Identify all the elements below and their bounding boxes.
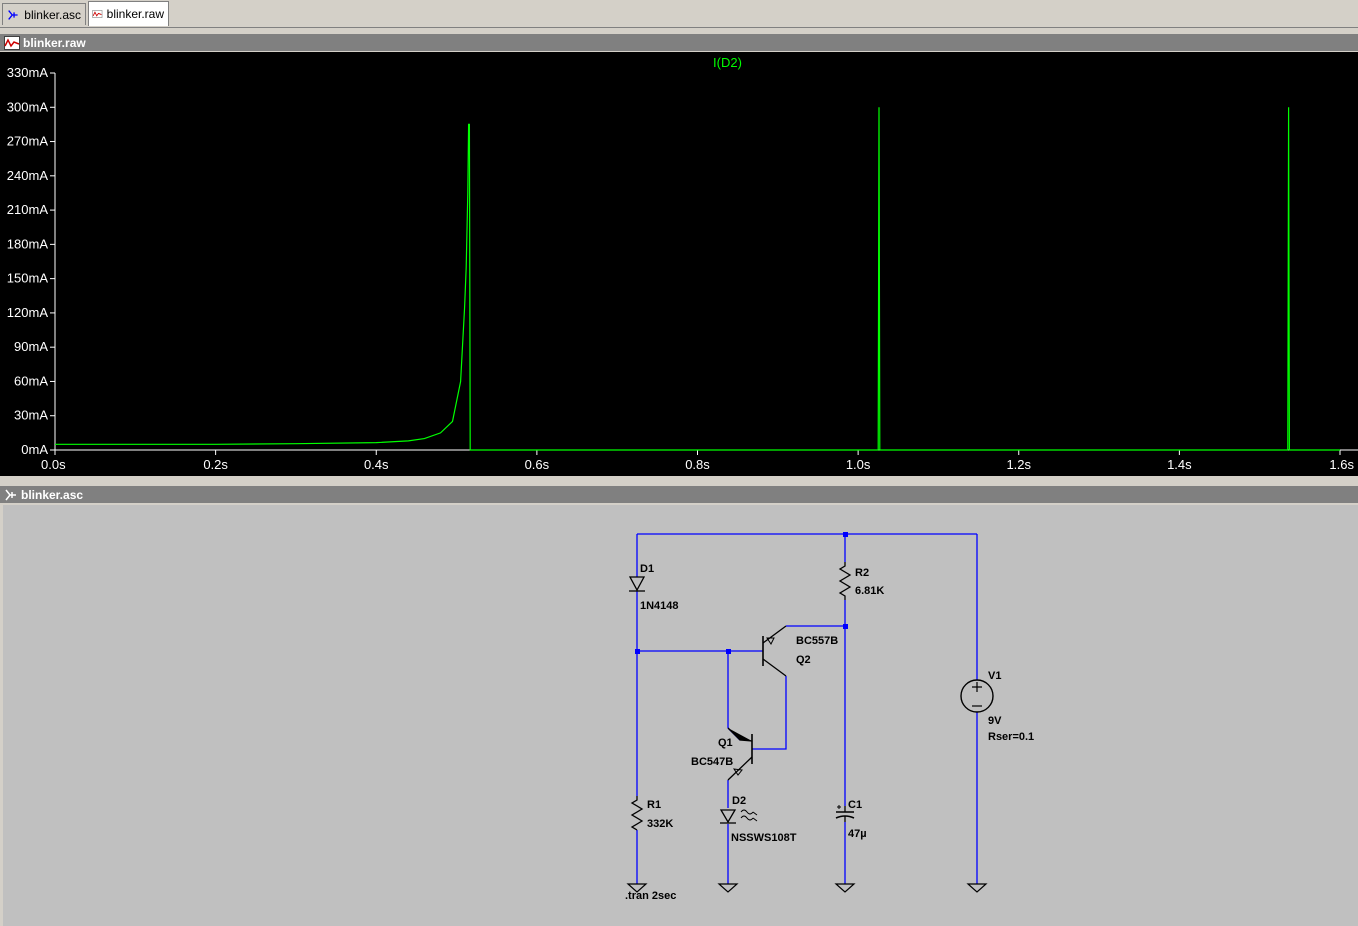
spice-directive[interactable]: .tran 2sec <box>625 890 676 902</box>
d2-value: NSSWS108T <box>731 832 797 844</box>
q1-ref: Q1 <box>718 737 733 749</box>
legend-entry: I(D2) <box>713 55 742 70</box>
r2-ref: R2 <box>855 567 869 579</box>
x-tick-label: 0.2s <box>203 457 228 472</box>
v1-param: Rser=0.1 <box>988 731 1034 743</box>
tab-label: blinker.asc <box>24 7 81 22</box>
r2-value: 6.81K <box>855 585 884 597</box>
d1-ref: D1 <box>640 563 654 575</box>
y-tick-label: 120mA <box>7 305 49 320</box>
y-tick-label: 60mA <box>14 373 48 388</box>
capacitor-c1[interactable] <box>835 805 855 822</box>
y-tick-label: 0mA <box>21 442 48 457</box>
q1-value: BC547B <box>691 756 733 768</box>
r1-ref: R1 <box>647 799 661 811</box>
c1-ref: C1 <box>848 799 862 811</box>
x-tick-label: 0.4s <box>364 457 389 472</box>
v1-ref: V1 <box>988 670 1001 682</box>
waveform-icon <box>92 10 103 18</box>
y-tick-label: 240mA <box>7 168 49 183</box>
y-tick-label: 150mA <box>7 271 49 286</box>
document-tabstrip: blinker.asc blinker.raw <box>0 0 1358 28</box>
schematic-editor-pane[interactable]: D1 1N4148 R2 6.81K BC557B Q2 Q1 BC547B V… <box>3 505 1358 926</box>
c1-value: 47µ <box>848 828 867 840</box>
resistor-r1[interactable] <box>630 796 644 831</box>
transistor-q1[interactable] <box>727 727 753 781</box>
x-tick-label: 0.8s <box>685 457 710 472</box>
tab-blinker-asc[interactable]: blinker.asc <box>2 3 86 25</box>
junction-dots <box>635 532 848 654</box>
plot-window-titlebar[interactable]: blinker.raw <box>0 34 1358 51</box>
schematic-canvas[interactable]: D1 1N4148 R2 6.81K BC557B Q2 Q1 BC547B V… <box>3 505 1358 926</box>
series-line-0 <box>55 107 1340 451</box>
y-tick-label: 180mA <box>7 236 49 251</box>
plot-axes-frame <box>54 73 1358 451</box>
diode-d1[interactable] <box>628 576 646 592</box>
schematic-window-title: blinker.asc <box>21 487 84 502</box>
d1-value: 1N4148 <box>640 600 679 612</box>
y-tick-label: 300mA <box>7 99 49 114</box>
r1-value: 332K <box>647 818 673 830</box>
waveform-icon <box>4 35 20 50</box>
tab-blinker-raw[interactable]: blinker.raw <box>88 1 169 26</box>
y-tick-label: 210mA <box>7 202 49 217</box>
x-tick-label: 1.4s <box>1167 457 1192 472</box>
waveform-plot-pane[interactable]: 0mA 30mA 60mA 90mA 120mA 150mA 180mA 210mA 240mA… <box>0 52 1358 476</box>
schematic-window-titlebar[interactable]: blinker.asc <box>0 486 1358 503</box>
x-tick-label: 0.0s <box>41 457 66 472</box>
transistor-q2[interactable] <box>762 625 787 677</box>
x-tick-label: 0.6s <box>525 457 550 472</box>
y-tick-label: 330mA <box>7 65 49 80</box>
schematic-icon <box>5 489 16 500</box>
y-tick-label: 270mA <box>7 134 49 149</box>
q2-ref: Q2 <box>796 654 811 666</box>
led-d2[interactable] <box>719 809 758 824</box>
x-tick-label: 1.0s <box>846 457 871 472</box>
q2-value: BC557B <box>796 635 838 647</box>
x-tick-label: 1.6s <box>1329 457 1354 472</box>
y-tick-label: 30mA <box>14 408 48 423</box>
ground-symbols <box>626 883 988 893</box>
schematic-icon <box>8 9 18 20</box>
waveform-chart[interactable]: 0mA 30mA 60mA 90mA 120mA 150mA 180mA 210mA 240mA… <box>0 52 1358 476</box>
plot-window-title: blinker.raw <box>23 35 86 50</box>
d2-ref: D2 <box>732 795 746 807</box>
y-tick-label: 90mA <box>14 339 48 354</box>
schematic-wires <box>636 533 978 884</box>
resistor-r2[interactable] <box>838 562 852 600</box>
tab-label: blinker.raw <box>106 7 164 21</box>
x-tick-label: 1.2s <box>1006 457 1031 472</box>
voltage-source-v1[interactable] <box>960 679 994 713</box>
v1-value: 9V <box>988 715 1002 727</box>
